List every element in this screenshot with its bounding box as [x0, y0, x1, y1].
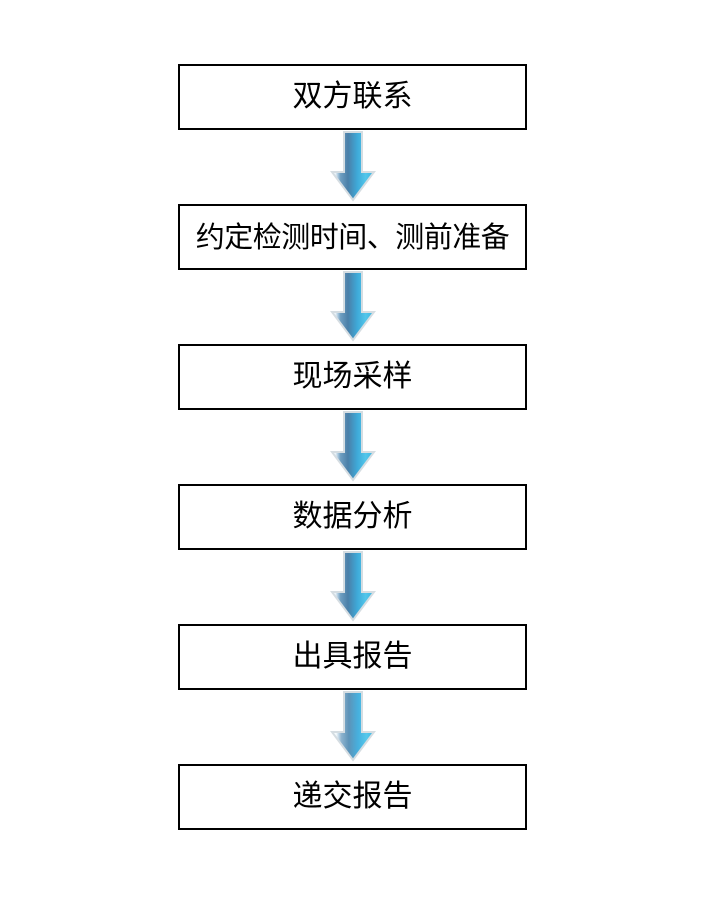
down-arrow-icon-2 — [329, 271, 376, 342]
flow-node-3[interactable]: 现场采样 — [178, 344, 527, 410]
flow-node-5[interactable]: 出具报告 — [178, 624, 527, 690]
flow-node-5-label: 出具报告 — [292, 639, 413, 674]
flow-node-2-label: 约定检测时间、测前准备 — [195, 219, 510, 254]
flow-node-1-label: 双方联系 — [292, 79, 413, 114]
flow-node-4-label: 数据分析 — [292, 499, 413, 534]
down-arrow-icon-4 — [329, 551, 376, 622]
down-arrow-icon-1 — [329, 131, 376, 202]
flow-node-2[interactable]: 约定检测时间、测前准备 — [178, 204, 527, 270]
flow-node-6[interactable]: 递交报告 — [178, 764, 527, 830]
flowchart-node-stack: 双方联系 约定检测时间、测前准备 — [178, 64, 527, 830]
flow-node-6-label: 递交报告 — [292, 779, 413, 814]
flow-node-3-label: 现场采样 — [292, 359, 413, 394]
flow-node-4[interactable]: 数据分析 — [178, 484, 527, 550]
flow-node-1[interactable]: 双方联系 — [178, 64, 527, 130]
down-arrow-icon-3 — [329, 411, 376, 482]
down-arrow-icon-5 — [329, 691, 376, 762]
